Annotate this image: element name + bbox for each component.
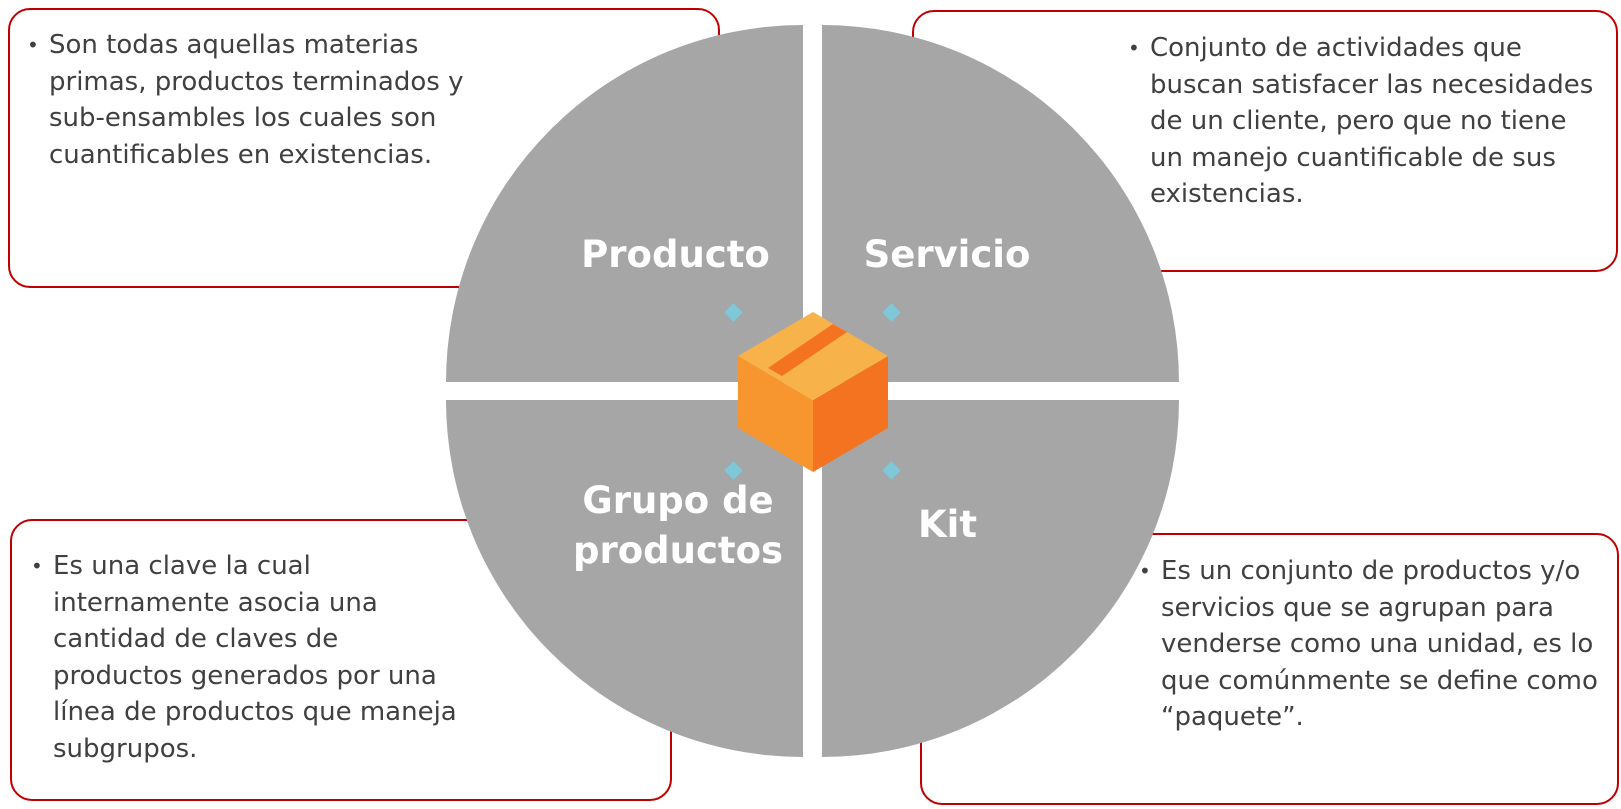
bullet-icon: • (27, 33, 39, 57)
servicio-description-text: Conjunto de actividades que buscan satis… (1150, 33, 1594, 210)
servicio-description: • Conjunto de actividades que buscan sat… (1128, 30, 1600, 213)
diamond-top-right-icon (882, 303, 901, 322)
diamond-bottom-left-icon (724, 461, 743, 480)
box-package-icon (738, 312, 888, 472)
grupo-label-line-1: Grupo de (582, 479, 774, 522)
kit-description-text: Es un conjunto de productos y/o servicio… (1161, 556, 1598, 733)
quadrant-servicio (822, 25, 1179, 382)
producto-label: Producto (581, 233, 770, 276)
producto-description: • Son todas aquellas materias primas, pr… (27, 27, 489, 173)
grupo-description: • Es una clave la cual internamente asoc… (31, 548, 473, 768)
grupo-de-productos-label: Grupo de productos (568, 476, 788, 576)
bullet-icon: • (1139, 559, 1151, 583)
producto-description-text: Son todas aquellas materias primas, prod… (49, 30, 464, 170)
diamond-top-left-icon (724, 303, 743, 322)
grupo-label-line-2: productos (572, 529, 784, 572)
diamond-bottom-right-icon (882, 461, 901, 480)
servicio-label: Servicio (863, 233, 1031, 276)
kit-label: Kit (917, 503, 978, 546)
kit-description: • Es un conjunto de productos y/o servic… (1139, 553, 1606, 736)
quadrant-producto (446, 25, 803, 382)
quadrant-grupo-de-productos (446, 400, 803, 757)
grupo-description-text: Es una clave la cual internamente asocia… (53, 551, 457, 764)
bullet-icon: • (1128, 36, 1140, 60)
bullet-icon: • (31, 554, 43, 578)
quadrant-kit (822, 400, 1179, 757)
